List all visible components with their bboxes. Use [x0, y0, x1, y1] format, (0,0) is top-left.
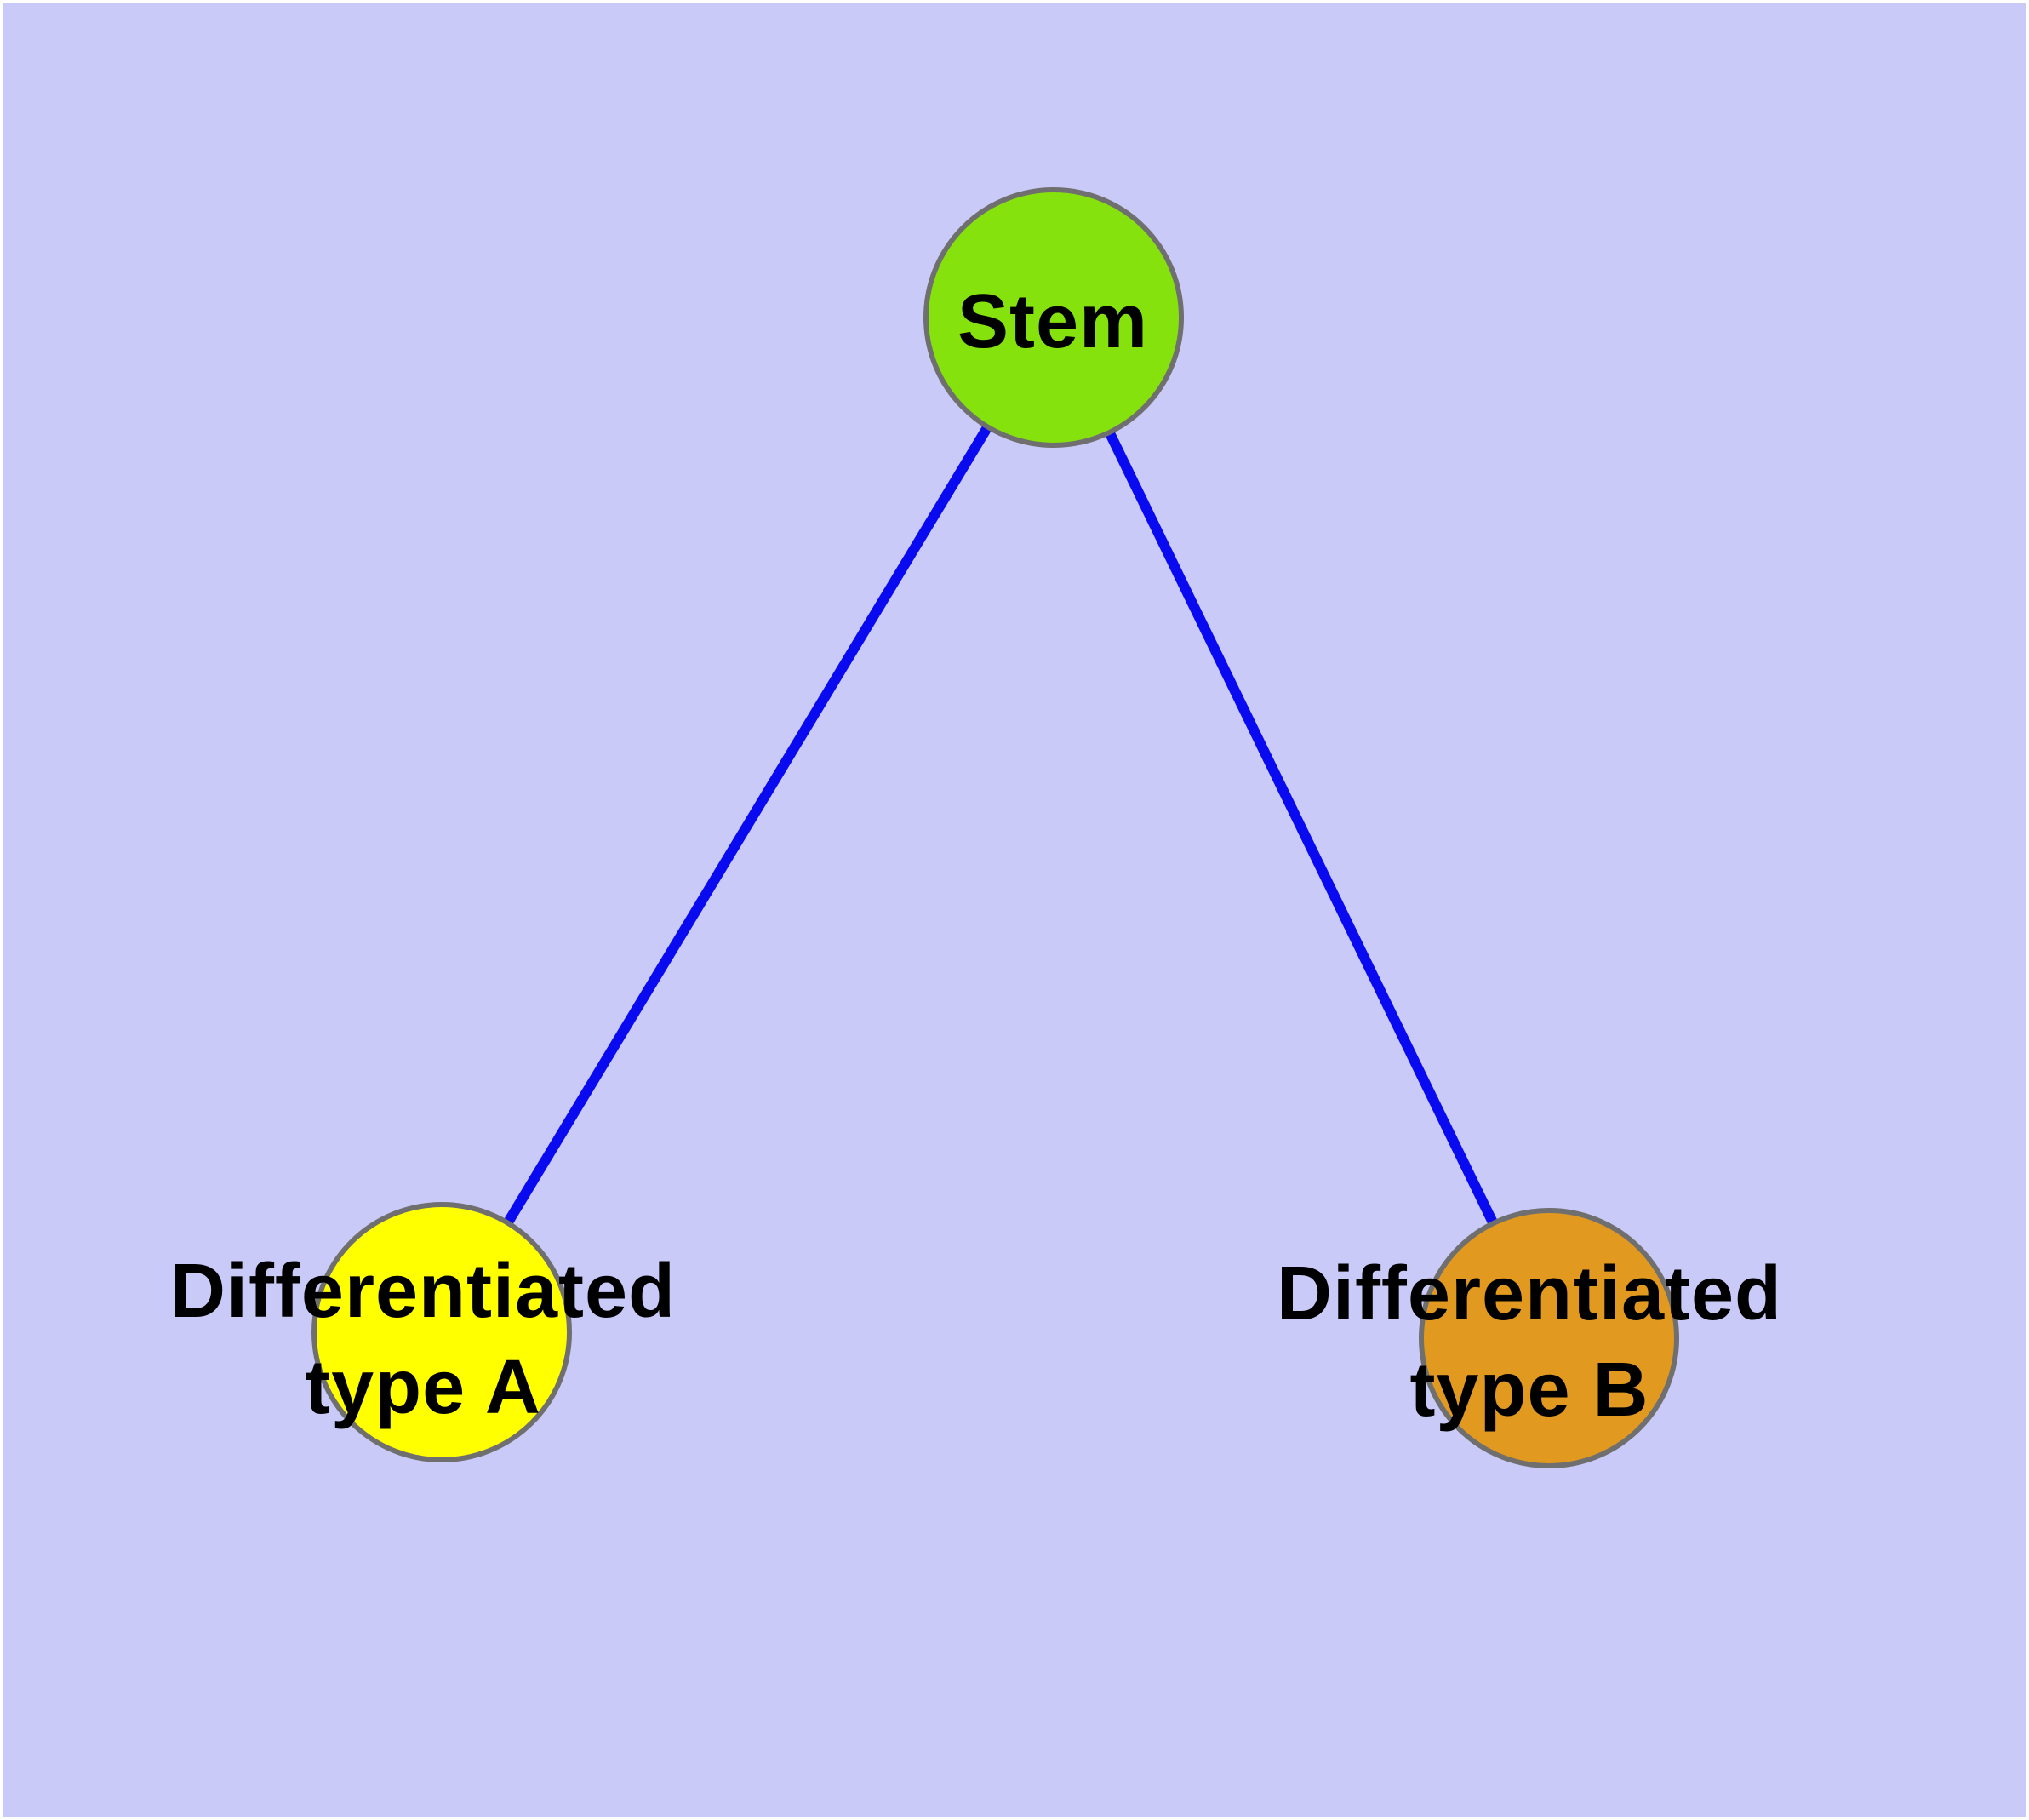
node-type-b	[1419, 1208, 1679, 1468]
node-type-b-label-line2: type B	[1409, 1348, 1649, 1433]
edge-stem-to-type-a	[437, 314, 1059, 1336]
node-type-a-label-line2: type A	[305, 1345, 541, 1430]
node-type-b-label-line1: Differentiated	[1277, 1251, 1782, 1336]
label-layer: Stem Differentiated type A Differentiate…	[170, 279, 1782, 1433]
node-type-a	[311, 1202, 572, 1462]
node-stem-label: Stem	[957, 279, 1148, 364]
node-type-a-label: Differentiated type A	[170, 1249, 676, 1430]
edge-layer	[437, 314, 1554, 1341]
node-layer	[311, 187, 1679, 1468]
node-type-a-label-line1: Differentiated	[170, 1249, 676, 1334]
node-type-b-label: Differentiated type B	[1277, 1251, 1782, 1433]
node-stem	[923, 187, 1184, 448]
edge-stem-to-type-b	[1049, 315, 1554, 1341]
